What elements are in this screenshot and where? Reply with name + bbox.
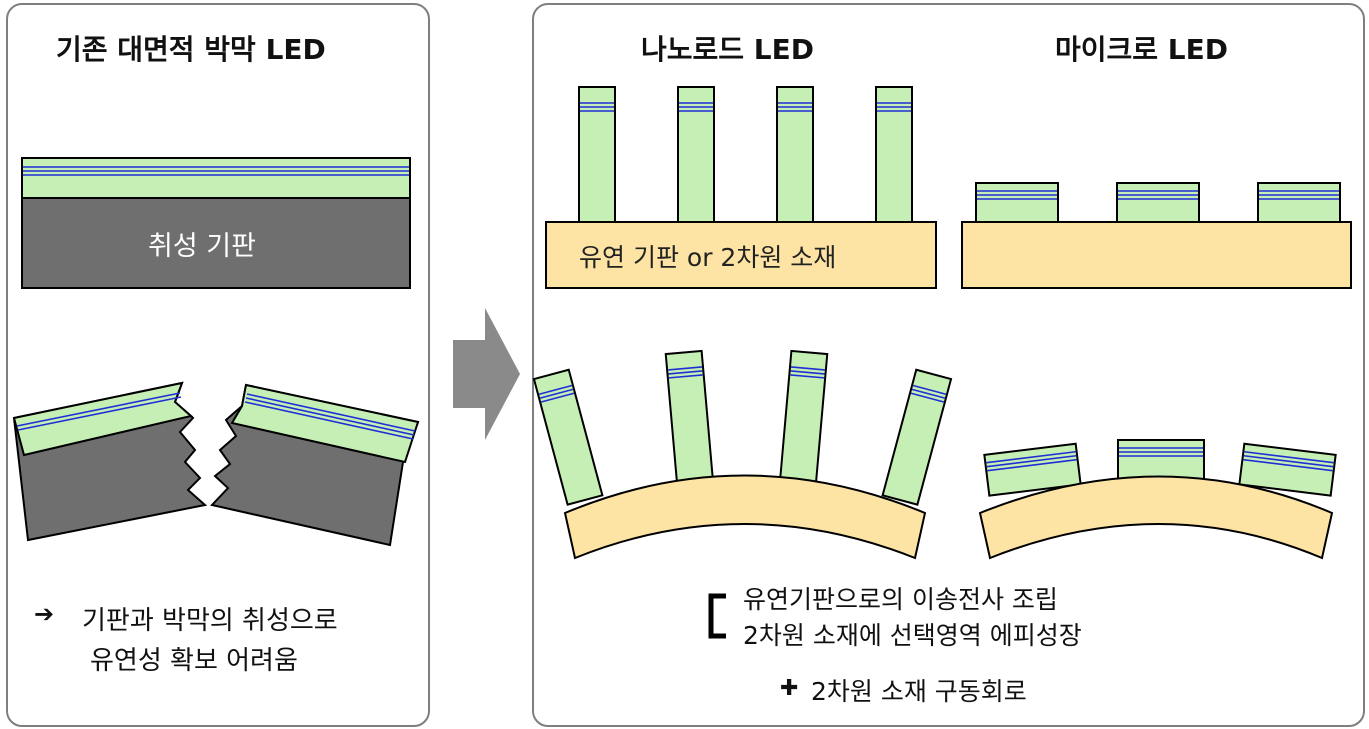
intact-thin-film-led	[21, 157, 411, 289]
flexible-substrate-label: 유연 기판 or 2차원 소재	[579, 243, 837, 272]
micro-led-flat	[961, 182, 1352, 289]
note-line-2: 유연성 확보 어려움	[90, 646, 298, 676]
bracket-icon	[708, 593, 726, 639]
note-line-1: 기판과 박막의 취성으로	[82, 606, 338, 636]
curved-flexible-substrate	[563, 474, 927, 560]
transition-arrow	[453, 308, 520, 440]
nanorod-curved	[532, 349, 953, 560]
left-panel-title: 기존 대면적 박막 LED	[56, 33, 326, 66]
plus-icon: ✚	[780, 676, 799, 701]
note-arrow: ➔	[34, 600, 55, 628]
bracket-line-2: 2차원 소재에 선택영역 에피성장	[743, 621, 1082, 650]
nanorod-title: 나노로드 LED	[641, 33, 814, 66]
flexible-substrate	[545, 221, 937, 289]
micro-led-curved	[978, 439, 1337, 560]
plus-line: 2차원 소재 구동회로	[811, 677, 1027, 706]
micro-led-title: 마이크로 LED	[1055, 33, 1228, 66]
thin-film-layer	[21, 157, 411, 199]
curved-flexible-substrate	[978, 475, 1334, 560]
left-panel	[6, 3, 430, 727]
flexible-substrate	[961, 221, 1352, 289]
nanorod-flat	[545, 86, 937, 289]
brittle-substrate-label: 취성 기판	[148, 231, 256, 262]
broken-thin-film-left	[12, 381, 208, 542]
bracket-line-1: 유연기판으로의 이송전사 조립	[743, 585, 1058, 614]
broken-thin-film-right	[210, 383, 420, 547]
